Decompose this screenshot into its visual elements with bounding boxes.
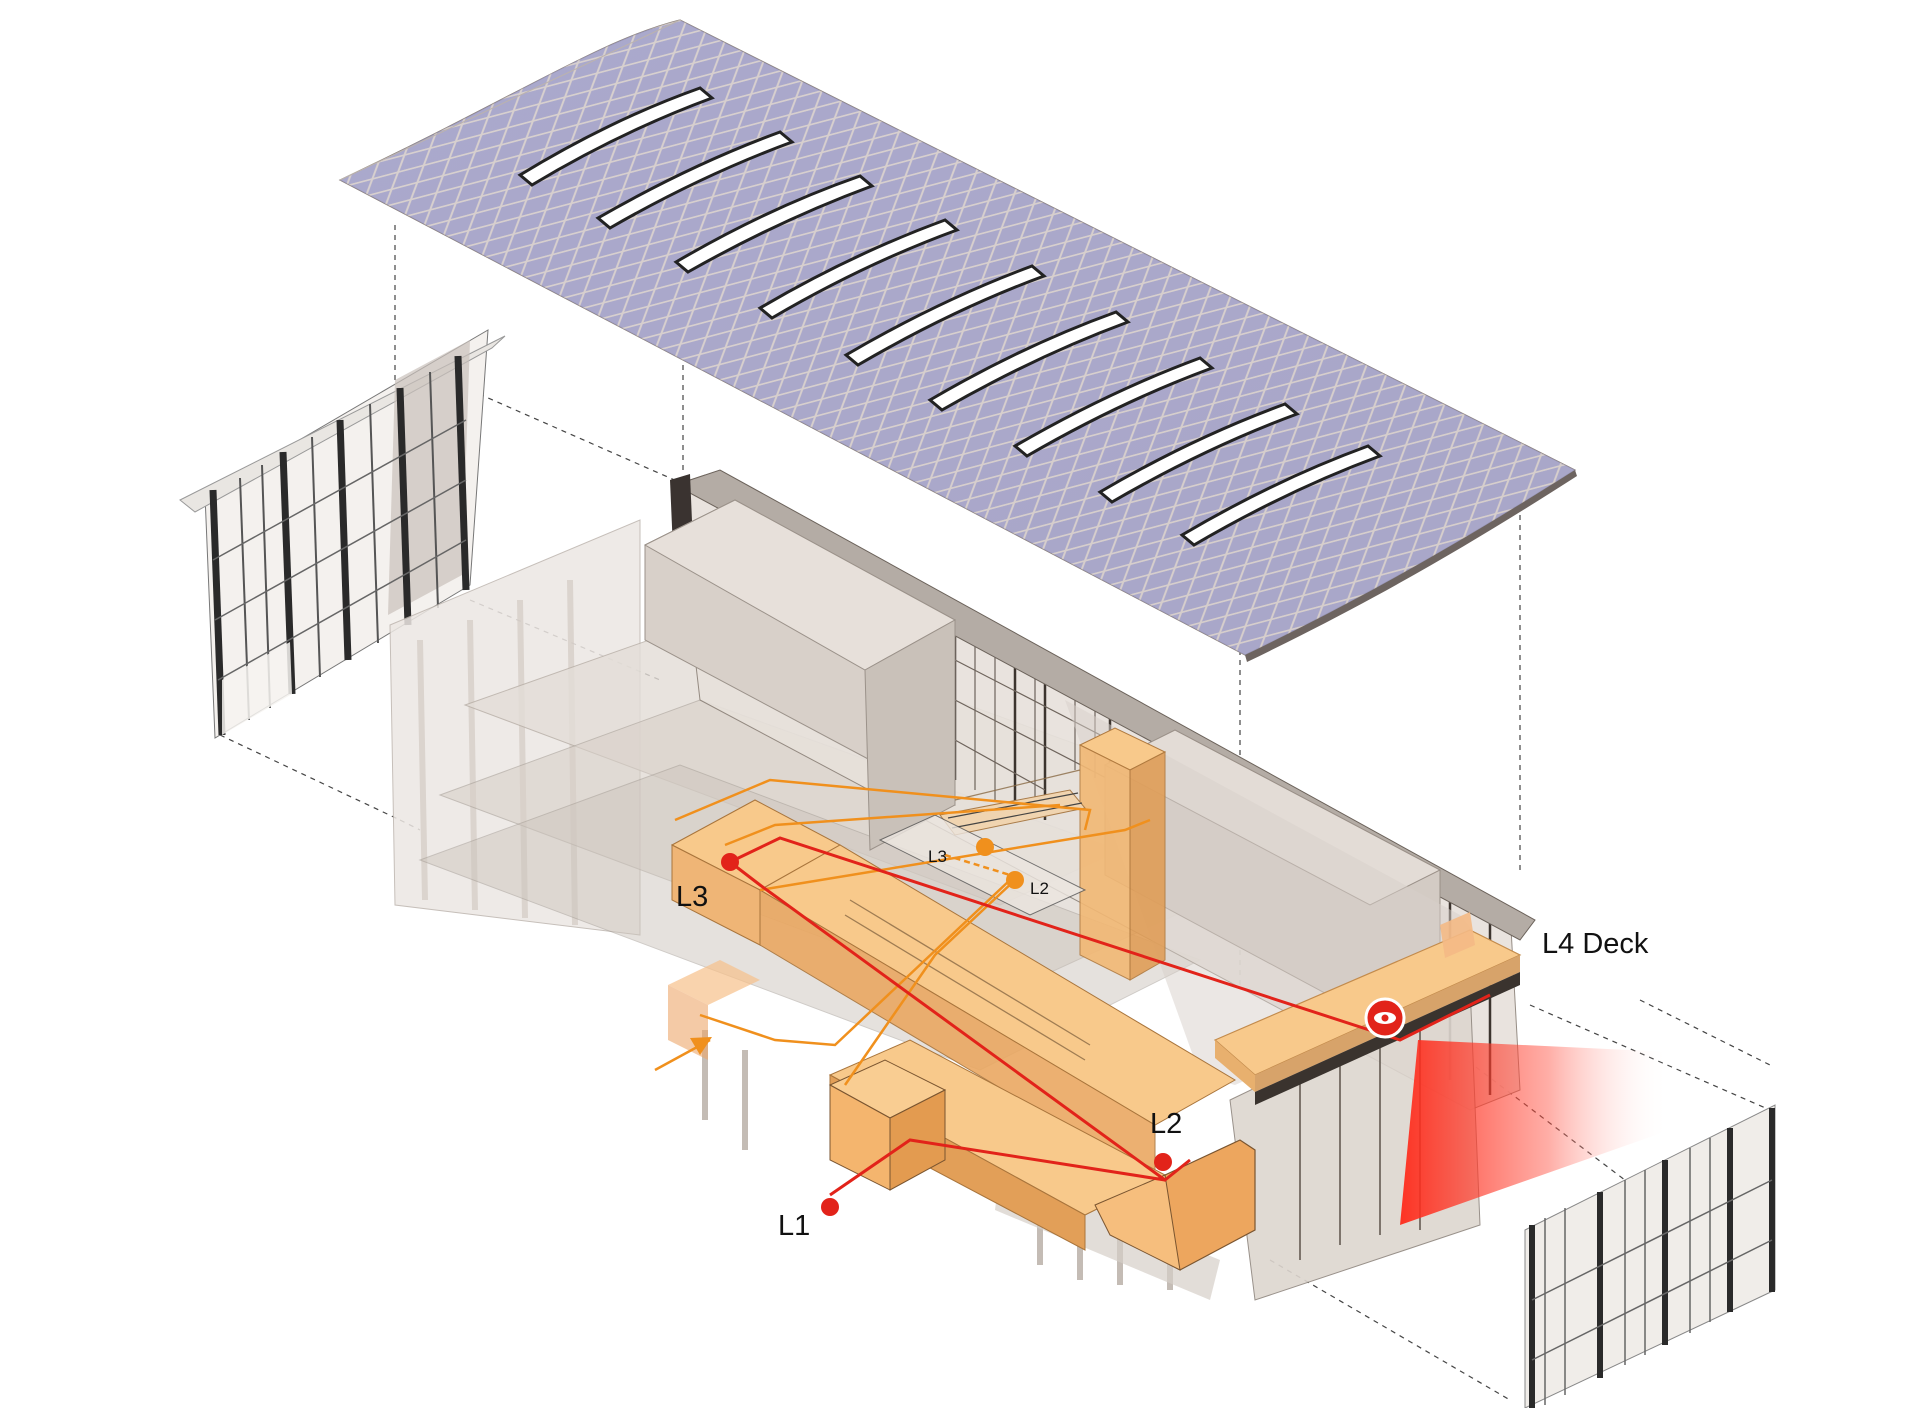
label-l2: L2 bbox=[1150, 1108, 1183, 1140]
node-small-l3 bbox=[976, 838, 994, 856]
entry-arrow-icon bbox=[690, 1037, 712, 1055]
node-small-l2 bbox=[1006, 871, 1024, 889]
roof-skylights bbox=[517, 86, 1383, 547]
route-nodes bbox=[721, 838, 1172, 1216]
node-l2 bbox=[1154, 1153, 1172, 1171]
left-facade-panel bbox=[179, 329, 506, 739]
label-l4-deck: L4 Deck bbox=[1542, 928, 1649, 960]
roof bbox=[338, 19, 1577, 662]
node-l1 bbox=[821, 1198, 839, 1216]
label-small-l3: L3 bbox=[928, 847, 947, 866]
eye-icon bbox=[1364, 997, 1406, 1039]
route-red bbox=[729, 836, 1491, 1197]
label-l1: L1 bbox=[778, 1210, 811, 1242]
view-cone bbox=[1400, 1040, 1670, 1225]
label-small-l2: L2 bbox=[1030, 879, 1049, 898]
label-l3: L3 bbox=[676, 881, 709, 913]
node-l3 bbox=[721, 853, 739, 871]
right-facade-panel bbox=[1524, 1104, 1776, 1409]
